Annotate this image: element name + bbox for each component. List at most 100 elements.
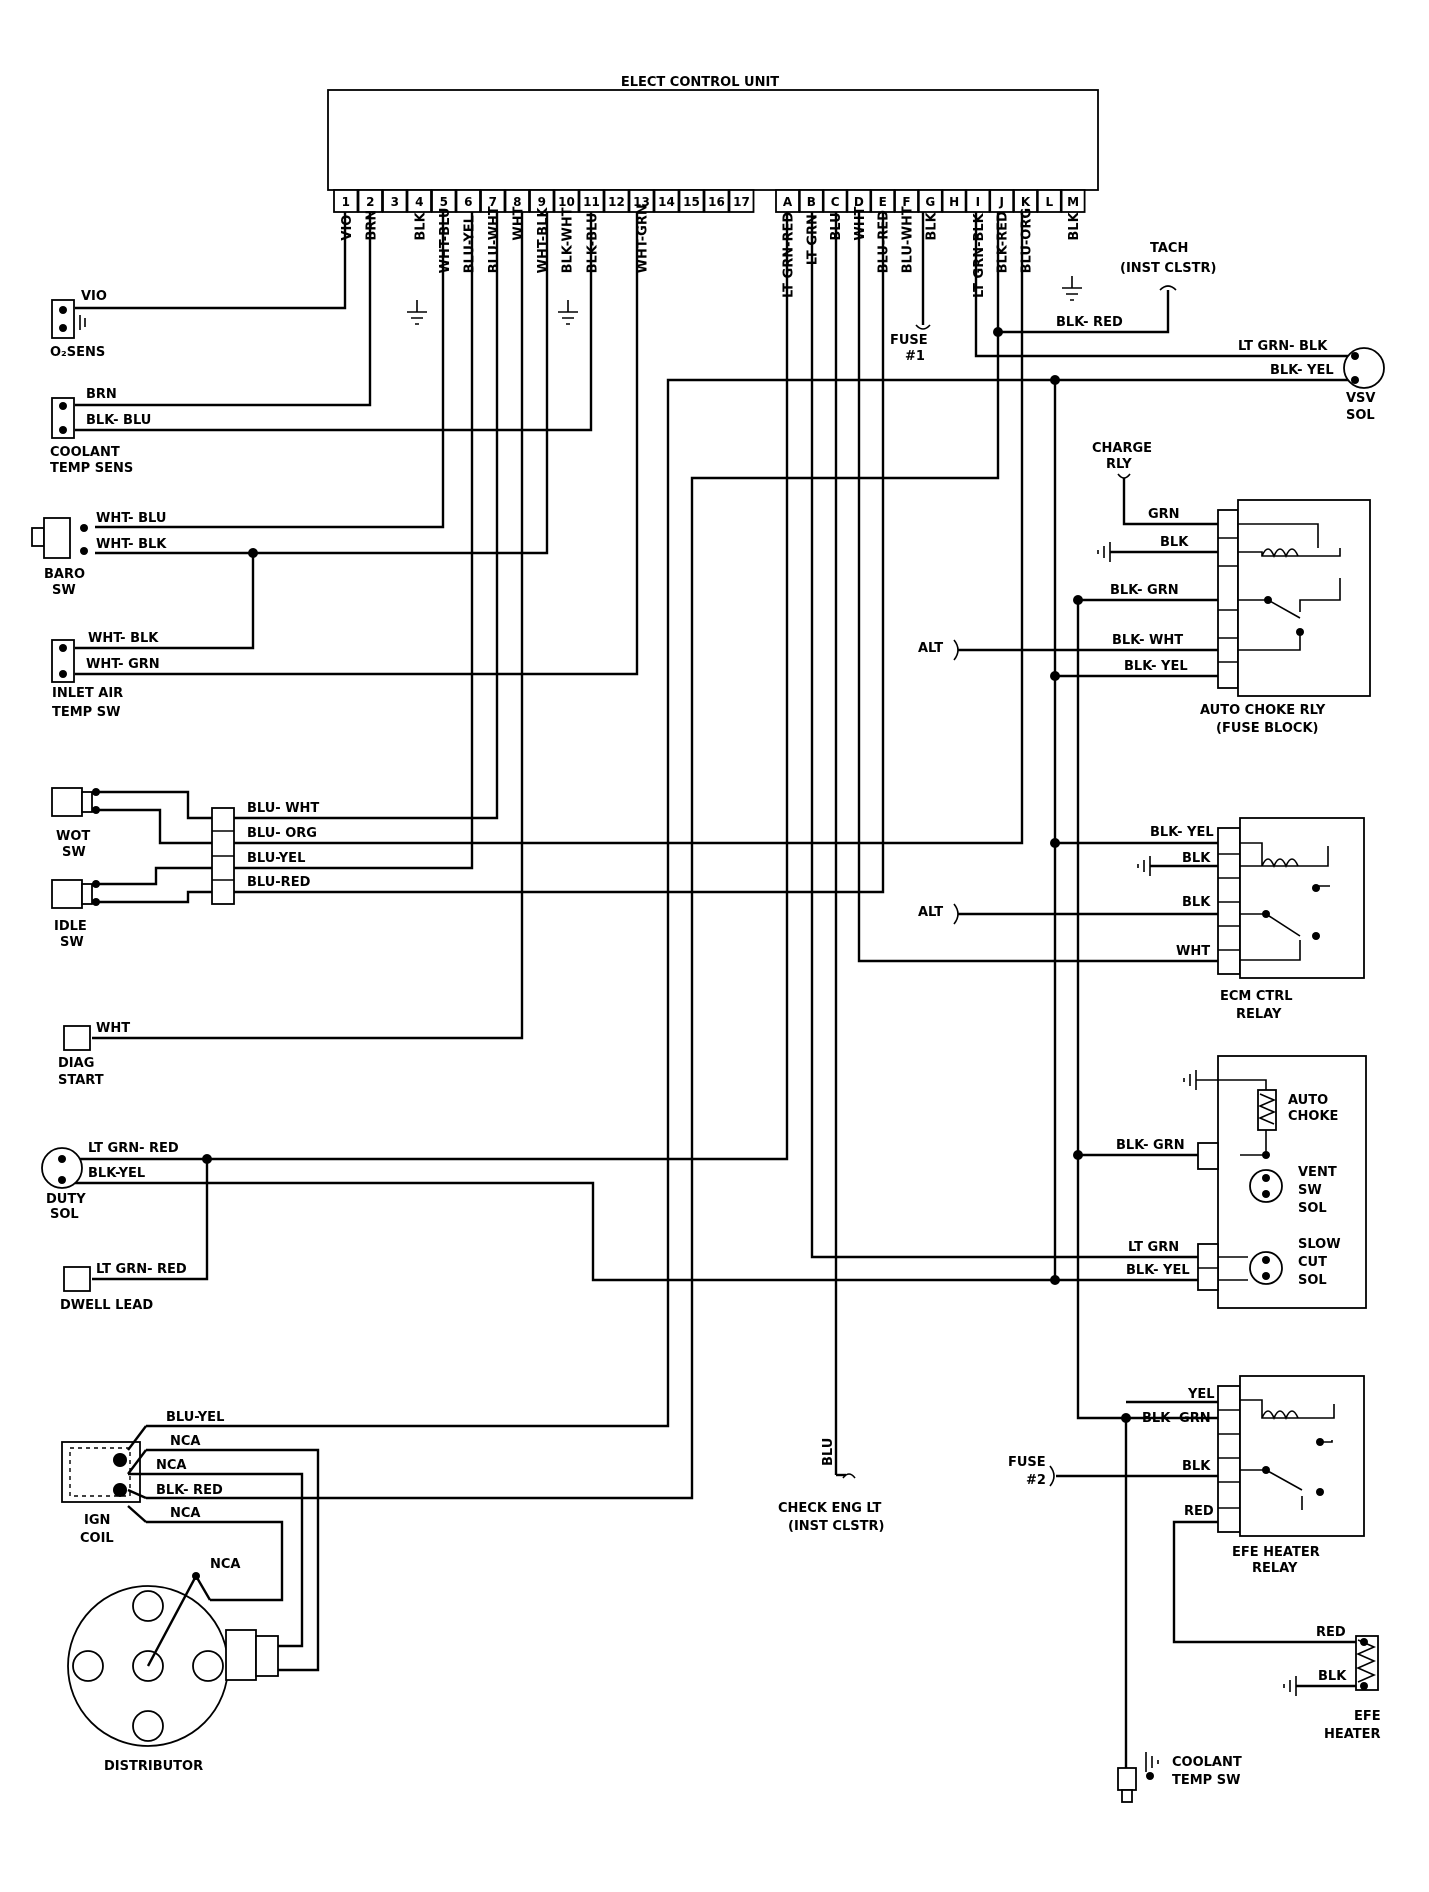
auto-choke-rly-label-2: (FUSE BLOCK) bbox=[1216, 721, 1318, 736]
wire-pin6-bluyel bbox=[233, 212, 474, 870]
coolant-temp-sensor-connector bbox=[51, 397, 75, 439]
auto-choke-relay-body bbox=[1237, 499, 1371, 697]
duty-label-1: DUTY bbox=[46, 1192, 86, 1207]
wire-pinI-ltgrnblk bbox=[974, 212, 1355, 358]
ecu-pin-label: 12 bbox=[608, 195, 625, 209]
fuse1-label-1: FUSE bbox=[890, 333, 928, 348]
o2-sensor-connector bbox=[51, 299, 75, 339]
wire-efe-red-heater bbox=[1172, 1520, 1356, 1644]
ecu-pin-wire-label: BLK bbox=[1067, 211, 1082, 240]
ecu-pin-label: 8 bbox=[513, 195, 521, 209]
ecu-pin-wire-label: BLU-WHT bbox=[487, 206, 502, 273]
ecm-blk2-label: BLK bbox=[1182, 895, 1211, 910]
sw-bluyel-label: BLU-YEL bbox=[247, 851, 305, 866]
ecu-pin-label: E bbox=[879, 195, 887, 209]
vent-label-1: VENT bbox=[1298, 1165, 1337, 1180]
wire-wot-2 bbox=[96, 808, 212, 845]
vsv-solenoid-body bbox=[1343, 347, 1385, 389]
baro-label-1: BARO bbox=[44, 567, 85, 582]
duty-ltgrnred-label: LT GRN- RED bbox=[88, 1141, 179, 1156]
slow-cut-sol-body bbox=[1249, 1251, 1283, 1285]
ecu-pin-wire-label: BLU-WHT bbox=[901, 206, 916, 273]
ecu-pin-label: 7 bbox=[489, 195, 497, 209]
dwell-lead-label: DWELL LEAD bbox=[60, 1298, 153, 1313]
ign-coil-label-1: IGN bbox=[84, 1513, 110, 1528]
coolant-temp-sens-label-1: COOLANT bbox=[50, 445, 120, 460]
ecu-pin-wire-label: WHT-GRN bbox=[636, 204, 651, 273]
wire-coil-nca2 bbox=[146, 1472, 304, 1648]
dwell-ltgrnred-label: LT GRN- RED bbox=[96, 1262, 187, 1277]
wire-pinD-wht bbox=[857, 212, 1218, 963]
wire-coil-nca1 bbox=[146, 1448, 320, 1672]
ecu-pin-wire-label: LT GRN-RED bbox=[782, 212, 797, 298]
coolant-temp-switch: COOLANT TEMP SW bbox=[1117, 1752, 1242, 1803]
ecu-pin-label: 15 bbox=[683, 195, 700, 209]
efe-heater-relay-connector bbox=[1217, 1385, 1241, 1533]
wire-blkyel-duty bbox=[75, 1181, 1055, 1282]
wire-pin7-bluwht bbox=[233, 212, 499, 820]
ecu-pin-label: 17 bbox=[733, 195, 750, 209]
wire-pin8-wht bbox=[92, 212, 524, 1040]
sc-blkyel-label: BLK- YEL bbox=[1126, 1263, 1190, 1278]
check-engine-light: BLU CHECK ENG LT (INST CLSTR) bbox=[778, 1438, 884, 1534]
efe-yel-label: YEL bbox=[1187, 1387, 1215, 1402]
wot-label-1: WOT bbox=[56, 829, 90, 844]
ecm-blkyel-label: BLK- YEL bbox=[1150, 825, 1214, 840]
diag-label-2: START bbox=[58, 1073, 104, 1088]
diag-label-1: DIAG bbox=[58, 1056, 94, 1071]
ecu-pin-label: C bbox=[831, 195, 840, 209]
ecu-pin-box bbox=[703, 189, 730, 213]
o2-sensor-label: O₂SENS bbox=[50, 345, 105, 360]
sw-blured-label: BLU-RED bbox=[247, 875, 311, 890]
coolant-temp-sw-label-1: COOLANT bbox=[1172, 1755, 1242, 1770]
ecu-pin-box bbox=[553, 189, 580, 213]
coolant-temp-sw-label-2: TEMP SW bbox=[1172, 1773, 1240, 1788]
ign-coil-label-2: COIL bbox=[80, 1531, 114, 1546]
ign-coil-body bbox=[61, 1441, 141, 1503]
ecu-pin-box bbox=[728, 189, 755, 213]
ecu-pin-label: 13 bbox=[633, 195, 650, 209]
ecu-pin-label: 16 bbox=[708, 195, 725, 209]
tach-label-2: (INST CLSTR) bbox=[1120, 261, 1216, 276]
acr-blk-label: BLK bbox=[1160, 535, 1189, 550]
ecu-pin-box bbox=[504, 189, 530, 213]
acr-blkgrn-label: BLK- GRN bbox=[1110, 583, 1179, 598]
ecu-pin-label: 1 bbox=[342, 195, 350, 209]
coil-nca1-label: NCA bbox=[170, 1434, 200, 1449]
distributor-label: DISTRIBUTOR bbox=[104, 1759, 203, 1774]
ecu-pin-label: 6 bbox=[464, 195, 472, 209]
auto-choke-rly-label-1: AUTO CHOKE RLY bbox=[1200, 703, 1326, 718]
ecu-pin-wire-label: WHT bbox=[853, 206, 868, 240]
ecu-pin-label: K bbox=[1021, 195, 1031, 209]
sc-ltgrn-label: LT GRN bbox=[1128, 1240, 1179, 1255]
vent-sol-connector bbox=[1197, 1142, 1219, 1170]
efe-blk-label: BLK bbox=[1182, 1459, 1211, 1474]
ecm-wht-label: WHT bbox=[1176, 944, 1210, 959]
ecu-pin-wire-label: BLK-BLU bbox=[586, 213, 601, 274]
wire-pinB-ltgrn bbox=[810, 212, 1198, 1259]
duty-solenoid-body bbox=[41, 1147, 83, 1189]
ecu-pin-label: 9 bbox=[538, 195, 546, 209]
vent-label-3: SOL bbox=[1298, 1201, 1327, 1216]
efe-heater-relay: YEL BLK- GRN FUSE #2 BLK RED EFE HEATER … bbox=[1008, 1375, 1365, 1768]
ecu-pin-wire-label: BLU-YEL bbox=[462, 215, 477, 273]
ecu-box bbox=[327, 89, 1099, 191]
baro-whtblk-label: WHT- BLK bbox=[96, 537, 167, 552]
ecu-pin-box bbox=[406, 189, 432, 213]
coolant-temp-sensor: BRN BLK- BLU COOLANT TEMP SENS bbox=[50, 387, 151, 476]
ecm-alt-label: ALT bbox=[918, 905, 943, 920]
ecm-ctrl-relay-label-2: RELAY bbox=[1236, 1007, 1282, 1022]
ecu-pin-wire-label: BLK-RED bbox=[996, 211, 1011, 273]
idle-label-1: IDLE bbox=[54, 919, 87, 934]
ecu-pin-wire-label: LT GRN-BLK bbox=[972, 212, 987, 298]
slow-cut-label-3: SOL bbox=[1298, 1273, 1327, 1288]
ecu-pin-wire-label: WHT-BLK bbox=[536, 207, 551, 274]
slow-cut-label-1: SLOW bbox=[1298, 1237, 1341, 1252]
sw-bluorg-label: BLU- ORG bbox=[247, 826, 317, 841]
ecu-pin-wire-label: BRN bbox=[364, 210, 379, 241]
efe-relay-label-2: RELAY bbox=[1252, 1561, 1298, 1576]
ecu-pin-label: 5 bbox=[440, 195, 448, 209]
